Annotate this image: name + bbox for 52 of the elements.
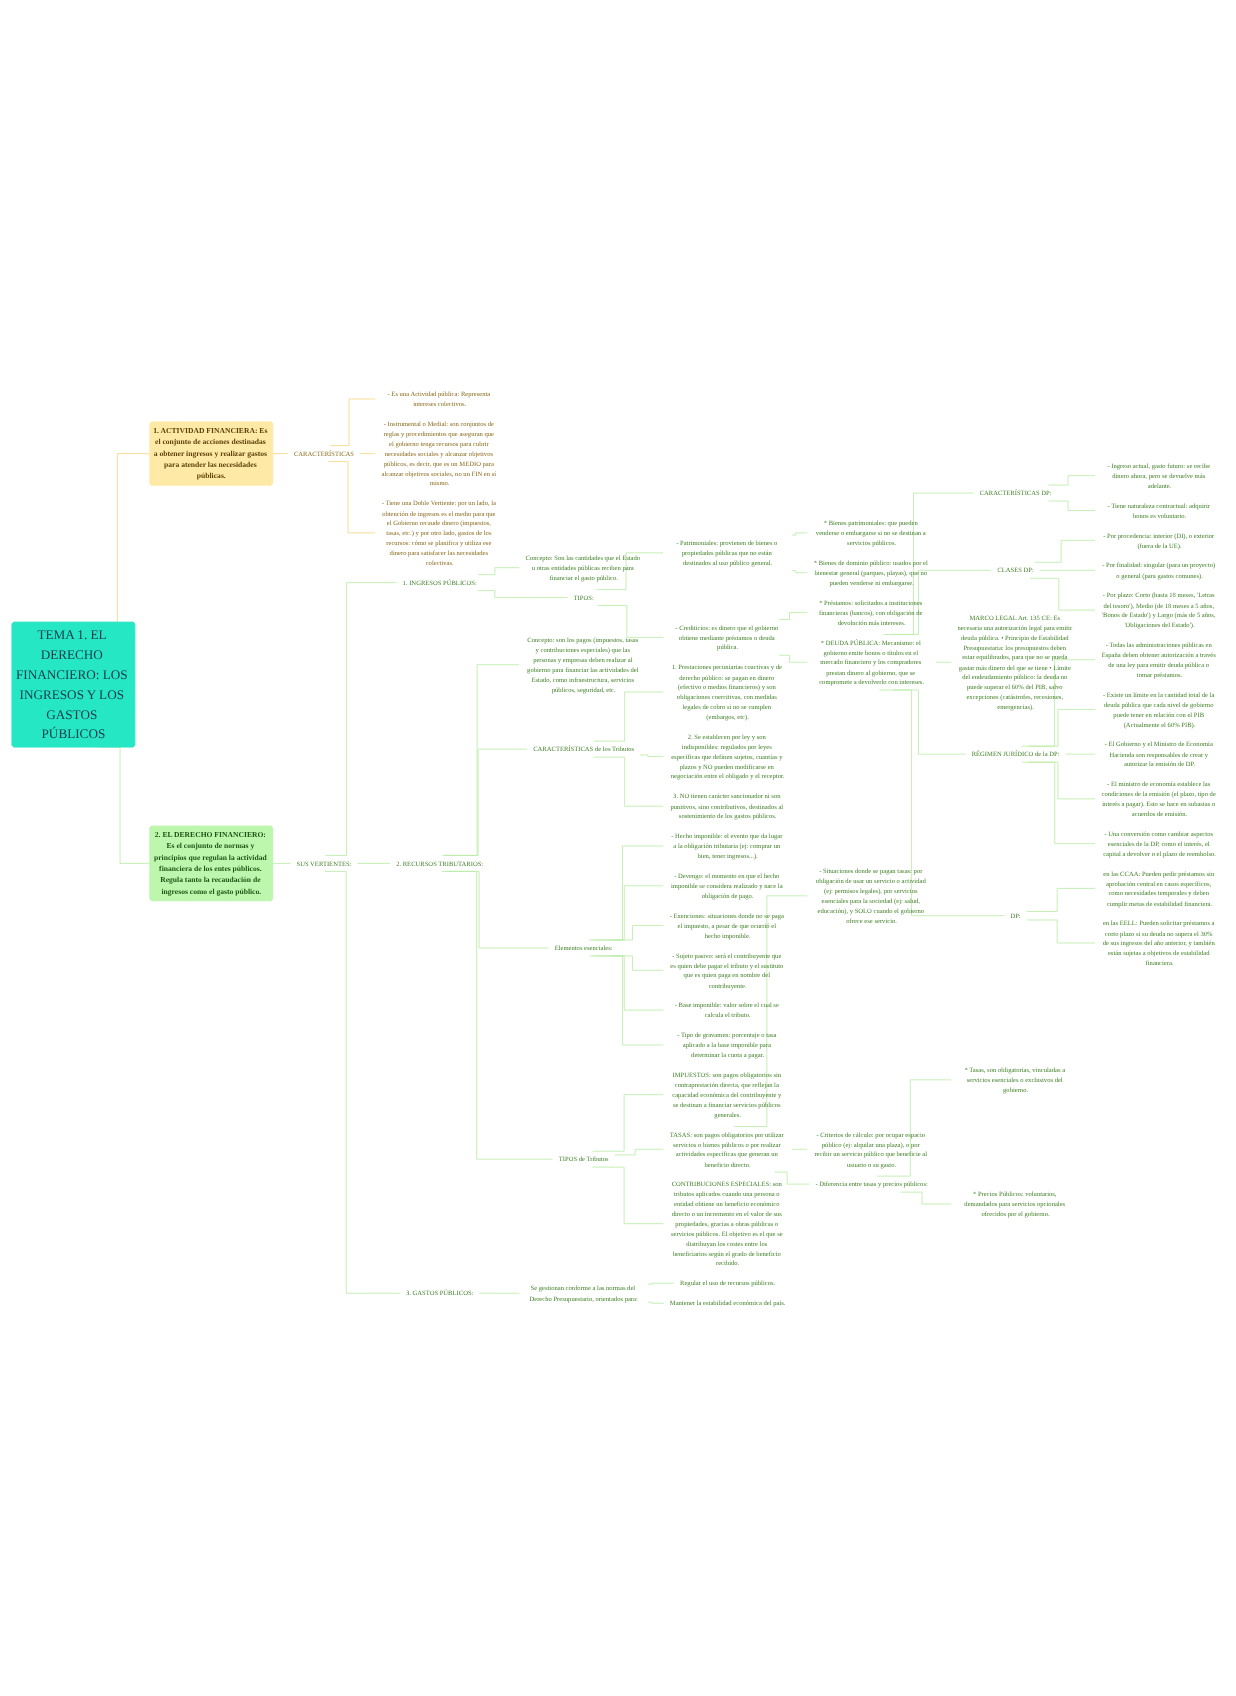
connector — [357, 862, 391, 864]
connector — [779, 654, 808, 662]
connector — [733, 894, 808, 1127]
connector — [935, 661, 952, 662]
connector — [791, 1148, 808, 1150]
connector — [589, 954, 664, 1045]
connector — [614, 1148, 664, 1155]
connector — [592, 884, 664, 940]
connector — [791, 569, 808, 573]
connector — [442, 663, 520, 856]
connector — [876, 1078, 952, 1176]
connector — [593, 690, 664, 741]
connector — [900, 1191, 952, 1204]
connector — [1048, 474, 1096, 485]
connector — [883, 491, 974, 635]
connector — [359, 452, 376, 454]
connector — [1065, 753, 1096, 754]
connector — [608, 924, 664, 940]
connector — [1039, 569, 1096, 571]
connector — [329, 397, 376, 446]
connector — [647, 1282, 675, 1285]
connector — [327, 460, 376, 533]
connector — [324, 870, 401, 1293]
connector — [272, 862, 291, 864]
connector — [892, 569, 992, 635]
connector — [596, 551, 664, 590]
connector — [1048, 499, 1096, 511]
connector — [791, 531, 808, 535]
connector — [1021, 761, 1096, 844]
connector — [324, 581, 397, 856]
connector — [779, 611, 808, 620]
connector — [639, 753, 664, 757]
connector — [272, 452, 289, 454]
connector — [1029, 577, 1096, 610]
connector — [1026, 918, 1096, 943]
connector — [1028, 708, 1096, 746]
connector — [441, 870, 554, 1159]
connector — [1034, 539, 1096, 563]
connector — [1021, 658, 1096, 746]
connector — [774, 1171, 810, 1184]
connector — [593, 756, 664, 806]
connector — [477, 589, 568, 598]
connector — [647, 1301, 665, 1304]
connector — [444, 748, 528, 856]
connector — [588, 844, 664, 940]
connector — [597, 604, 664, 638]
connector — [592, 1166, 664, 1224]
connector — [592, 1093, 664, 1151]
connector — [1026, 887, 1096, 912]
connector — [479, 1292, 520, 1293]
connector — [879, 688, 1005, 916]
connector — [477, 566, 520, 575]
